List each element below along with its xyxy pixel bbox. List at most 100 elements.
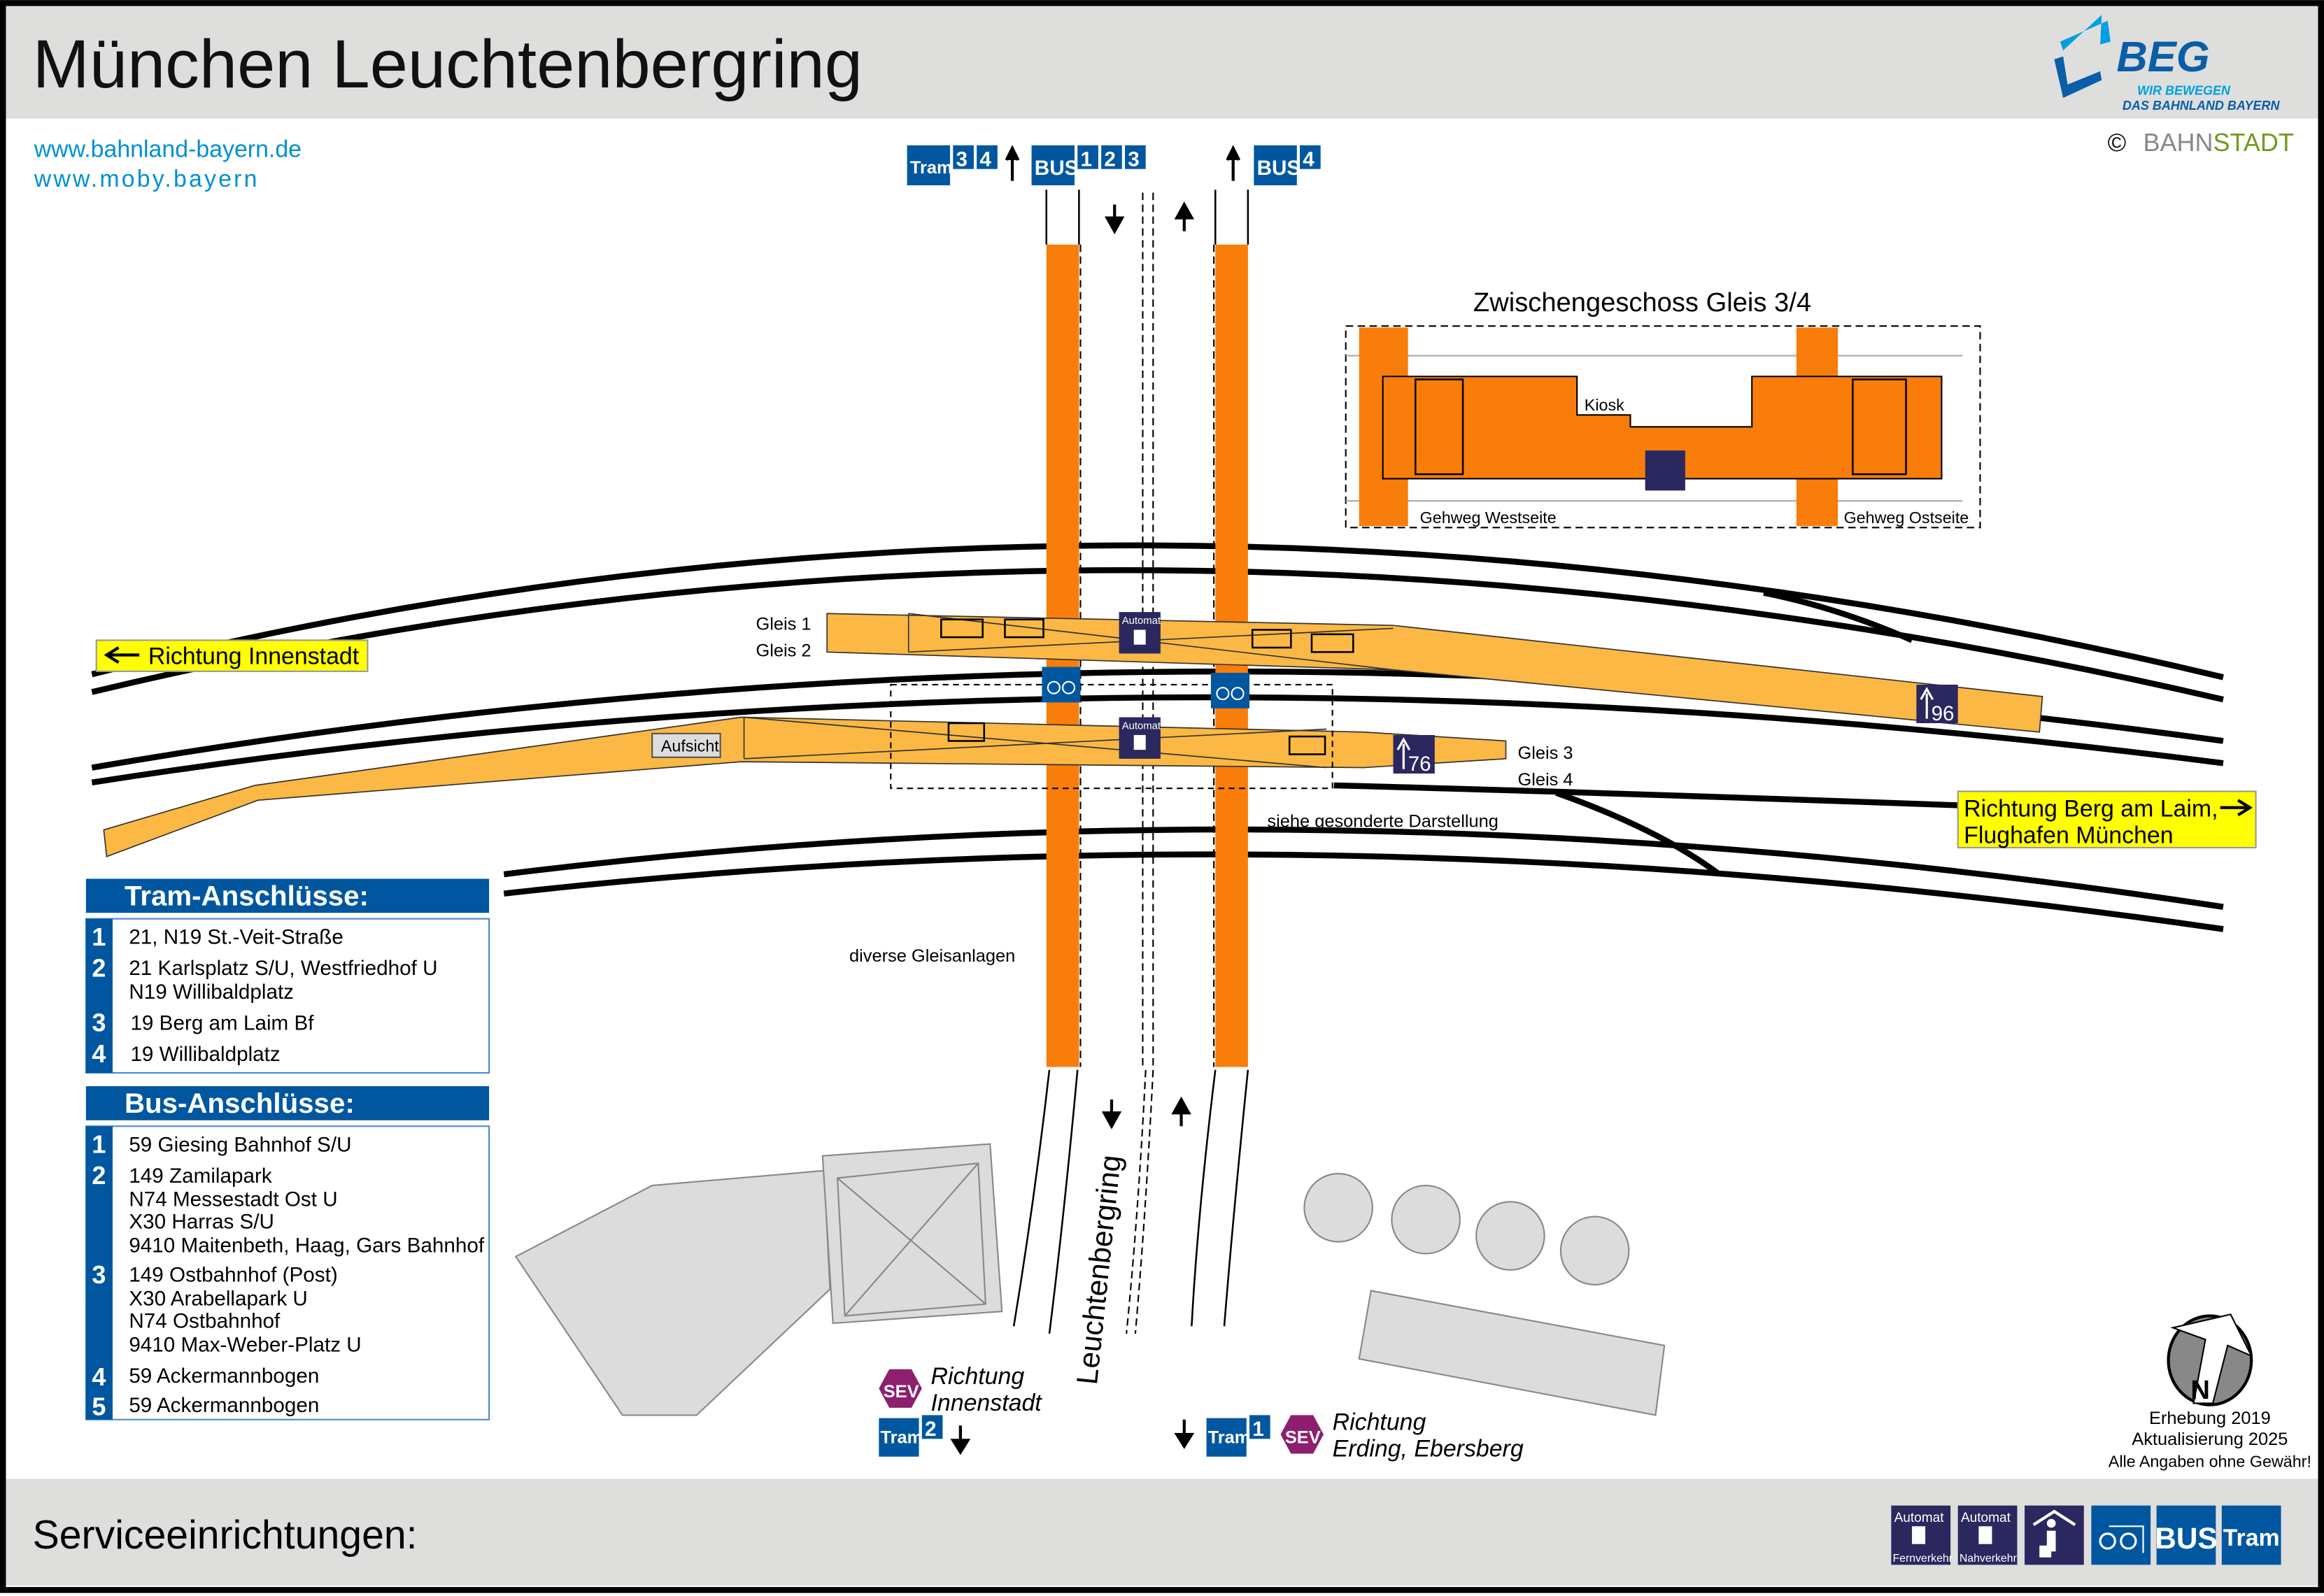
svg-text:9410 Max-Weber-Platz U: 9410 Max-Weber-Platz U	[129, 1333, 361, 1356]
update-year: Aktualisierung 2025	[2132, 1430, 2288, 1449]
arrow-down-icon	[1174, 1419, 1195, 1449]
svg-text:Tram: Tram	[880, 1428, 923, 1448]
ticket-machine-icon: Automat	[1119, 612, 1161, 654]
service-icon-automat-nahverkehr: Automat Nahverkehr	[1957, 1505, 2018, 1565]
arrow-down-icon	[1105, 204, 1125, 234]
svg-text:BUS: BUS	[1035, 157, 1079, 180]
header-band	[0, 0, 2324, 119]
label-gleis-1: Gleis 1	[756, 615, 811, 634]
survey-year: Erhebung 2019	[2149, 1409, 2271, 1428]
svg-text:Gehweg Ostseite: Gehweg Ostseite	[1844, 508, 1969, 527]
svg-text:96: 96	[1932, 702, 1955, 725]
see-separate-box	[890, 683, 1333, 790]
svg-text:5: 5	[92, 1392, 106, 1420]
svg-text:Aufsicht: Aufsicht	[661, 736, 719, 755]
svg-text:X30 Harras S/U: X30 Harras S/U	[129, 1210, 274, 1233]
svg-text:3: 3	[92, 1260, 106, 1289]
mezzanine-plan: Zwischengeschoss Gleis 3/4 Kiosk Gehweg …	[1345, 287, 1981, 529]
bike-parking-icon	[1210, 672, 1249, 708]
svg-text:59 Ackermannbogen: 59 Ackermannbogen	[129, 1394, 319, 1417]
svg-text:Fernverkehr: Fernverkehr	[1892, 1553, 1953, 1565]
svg-text:Tram: Tram	[2223, 1525, 2280, 1551]
svg-text:1: 1	[1080, 148, 1092, 171]
svg-text:1: 1	[1252, 1418, 1264, 1441]
svg-text:1: 1	[92, 922, 106, 951]
arrow-up-icon	[1171, 1096, 1191, 1127]
svg-text:59 Ackermannbogen: 59 Ackermannbogen	[129, 1365, 319, 1388]
svg-text:4: 4	[92, 1039, 106, 1068]
svg-text:Automat: Automat	[1961, 1511, 2011, 1525]
beg-logo: BEG WIR BEWEGEN DAS BAHNLAND BAYERN	[2054, 15, 2281, 113]
svg-text:149 Ostbahnhof (Post): 149 Ostbahnhof (Post)	[129, 1264, 337, 1287]
north-compass-icon: N	[2167, 1313, 2253, 1406]
tram-connections-table: Tram-Anschlüsse: 1 21, N19 St.-Veit-Stra…	[85, 878, 490, 1074]
bus-connections-table: Bus-Anschlüsse: 1 59 Giesing Bahnhof S/U…	[85, 1086, 490, 1420]
svg-text:Zwischengeschoss Gleis 3/4: Zwischengeschoss Gleis 3/4	[1473, 287, 1811, 318]
svg-text:DAS BAHNLAND BAYERN: DAS BAHNLAND BAYERN	[2123, 99, 2281, 113]
svg-text:N: N	[2190, 1375, 2210, 1405]
tram-stop-3-4: Tram 3 4	[907, 145, 998, 185]
page-title: München Leuchtenbergring	[33, 26, 863, 102]
service-icon-waiting-room	[2025, 1505, 2084, 1565]
svg-text:4: 4	[979, 148, 991, 171]
svg-text:Automat: Automat	[1894, 1511, 1945, 1525]
see-separate-note: siehe gesonderte Darstellung	[1267, 811, 1498, 831]
svg-text:Erding, Ebersberg: Erding, Ebersberg	[1333, 1436, 1524, 1462]
svg-text:Nahverkehr: Nahverkehr	[1960, 1553, 2018, 1565]
svg-text:2: 2	[92, 953, 106, 982]
service-icon-bike-parking	[2091, 1505, 2151, 1565]
svg-text:21 Karlsplatz S/U, Westfriedho: 21 Karlsplatz S/U, Westfriedhof U	[129, 957, 437, 980]
service-icon-bus: BUS	[2155, 1505, 2218, 1565]
svg-text:N74 Messestadt Ost U: N74 Messestadt Ost U	[129, 1188, 337, 1211]
direction-berg-am-laim: Richtung Berg am Laim, Flughafen München	[1957, 790, 2257, 849]
label-gleis-4: Gleis 4	[1517, 770, 1573, 790]
svg-text:Gehweg Westseite: Gehweg Westseite	[1420, 508, 1557, 527]
svg-text:BUS: BUS	[1257, 157, 1301, 180]
svg-text:2: 2	[925, 1418, 937, 1441]
misc-tracks-note: diverse Gleisanlagen	[849, 946, 1015, 966]
tram-connections-title: Tram-Anschlüsse:	[125, 881, 369, 912]
svg-text:Richtung Berg am Laim,: Richtung Berg am Laim,	[1964, 795, 2218, 822]
svg-text:SEV: SEV	[1285, 1428, 1321, 1448]
waiting-room-icon	[1645, 450, 1685, 491]
svg-text:76: 76	[1408, 753, 1431, 776]
direction-innenstadt: Richtung Innenstadt	[95, 639, 369, 672]
svg-text:Innenstadt: Innenstadt	[930, 1390, 1042, 1416]
service-icon-automat-fernverkehr: Automat Fernverkehr	[1891, 1505, 1953, 1565]
svg-text:2: 2	[1104, 148, 1116, 171]
label-gleis-3: Gleis 3	[1517, 743, 1573, 763]
label-gleis-2: Gleis 2	[756, 641, 811, 661]
arrow-up-icon	[1226, 145, 1241, 181]
svg-text:Tram: Tram	[1208, 1428, 1251, 1448]
svg-text:Automat: Automat	[1122, 720, 1161, 732]
street-name: Leuchtenbergring	[1070, 1153, 1127, 1386]
sev-west: SEV Richtung Innenstadt Tram 2	[879, 1363, 1042, 1457]
sev-east: Tram 1 SEV Richtung Erding, Ebersberg	[1174, 1409, 1524, 1462]
supervision-label: Aufsicht	[651, 732, 721, 758]
bike-parking-icon	[1042, 667, 1081, 703]
exit-76: 76	[1393, 734, 1435, 776]
svg-text:BAHNSTADT: BAHNSTADT	[2144, 128, 2294, 157]
bus-connections-title: Bus-Anschlüsse:	[125, 1088, 355, 1119]
svg-text:Automat: Automat	[1122, 615, 1161, 627]
arrow-down-icon	[1101, 1099, 1122, 1130]
link-bahnland[interactable]: www.bahnland-bayern.de	[34, 136, 302, 163]
service-icon-tram: Tram	[2221, 1505, 2281, 1565]
svg-text:Kiosk: Kiosk	[1585, 396, 1624, 414]
svg-text:Tram: Tram	[910, 158, 953, 178]
bus-stop-4: BUS 4	[1254, 145, 1321, 185]
svg-text:149 Zamilapark: 149 Zamilapark	[129, 1164, 272, 1188]
link-moby[interactable]: www.moby.bayern	[34, 166, 260, 192]
arrow-down-icon	[950, 1425, 971, 1455]
svg-text:59 Giesing Bahnhof S/U: 59 Giesing Bahnhof S/U	[129, 1133, 351, 1156]
svg-text:4: 4	[92, 1362, 106, 1391]
arrow-up-icon	[1174, 201, 1194, 231]
arrow-up-icon	[1005, 145, 1020, 181]
svg-text:19 Berg am Laim Bf: 19 Berg am Laim Bf	[130, 1012, 314, 1035]
svg-text:N19 Willibaldplatz: N19 Willibaldplatz	[129, 981, 294, 1004]
svg-text:©: ©	[2108, 128, 2127, 157]
svg-text:Richtung: Richtung	[930, 1363, 1024, 1390]
svg-text:BUS: BUS	[2155, 1522, 2217, 1555]
